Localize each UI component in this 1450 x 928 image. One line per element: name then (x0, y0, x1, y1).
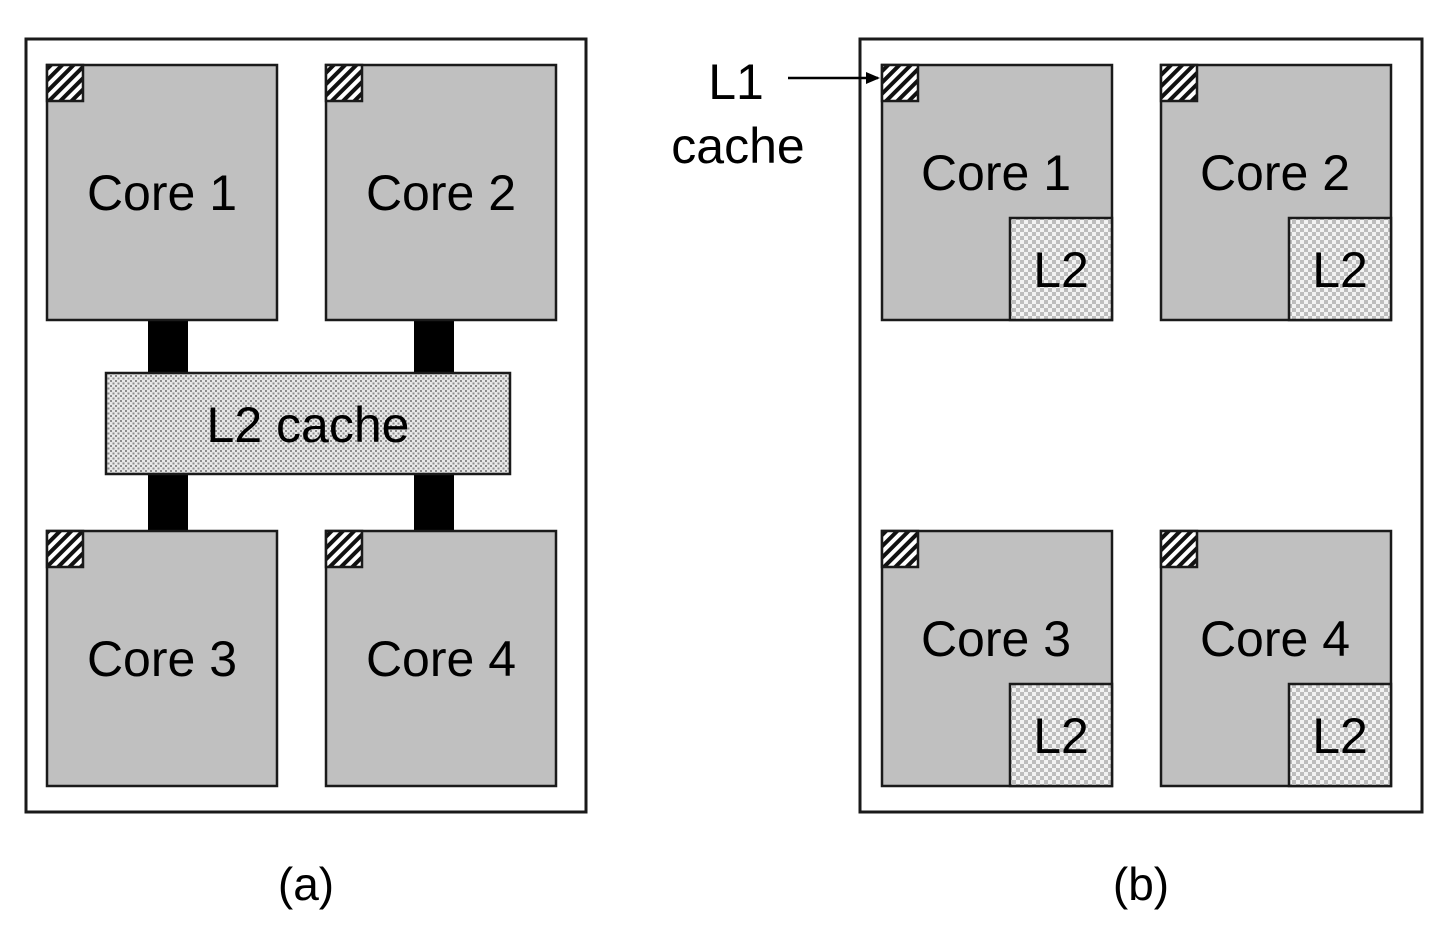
bus-connector (148, 473, 188, 531)
l1-cache-icon (1159, 529, 1199, 569)
l2-label: L2 (1312, 708, 1368, 764)
l1-cache-icon (324, 529, 364, 569)
l1-cache-icon (880, 529, 920, 569)
l1-label-line2: cache (671, 118, 804, 174)
core-a-2: Core 2 (324, 63, 558, 322)
l1-cache-icon (324, 63, 364, 103)
core-label: Core 4 (366, 631, 516, 687)
private-l2-cache (1287, 682, 1393, 788)
bus-connector (414, 473, 454, 531)
core-b-1: Core 1 L2 (880, 63, 1114, 322)
core-b-4: Core 4 L2 (1159, 529, 1393, 788)
core-label: Core 1 (921, 145, 1071, 201)
core-a-3: Core 3 (45, 529, 279, 788)
private-l2-cache (1008, 682, 1114, 788)
l1-cache-icon (1159, 63, 1199, 103)
l1-cache-icon (45, 63, 85, 103)
bus-connector (148, 320, 188, 375)
core-label: Core 2 (366, 165, 516, 221)
l1-cache-icon (880, 63, 920, 103)
shared-l2-label: L2 cache (207, 397, 410, 453)
diagram-b: L1 cache Core 1 L2 Core 2 L2 Core 3 L2 (671, 37, 1424, 910)
core-b-3: Core 3 L2 (880, 529, 1114, 788)
core-label: Core 1 (87, 165, 237, 221)
core-label: Core 3 (921, 611, 1071, 667)
l1-cache-icon (45, 529, 85, 569)
private-l2-cache (1287, 216, 1393, 322)
private-l2-cache (1008, 216, 1114, 322)
diagram-a: Core 1 Core 2 Core 3 Core 4 L2 cache (a) (24, 37, 588, 910)
l2-label: L2 (1033, 242, 1089, 298)
l1-label-line1: L1 (708, 54, 764, 110)
caption-a: (a) (278, 858, 334, 910)
core-label: Core 2 (1200, 145, 1350, 201)
core-b-2: Core 2 L2 (1159, 63, 1393, 322)
caption-b: (b) (1113, 858, 1169, 910)
core-label: Core 3 (87, 631, 237, 687)
core-label: Core 4 (1200, 611, 1350, 667)
l2-label: L2 (1033, 708, 1089, 764)
l2-label: L2 (1312, 242, 1368, 298)
core-a-1: Core 1 (45, 63, 279, 322)
bus-connector (414, 320, 454, 375)
core-a-4: Core 4 (324, 529, 558, 788)
shared-l2-cache: L2 cache (104, 371, 512, 476)
